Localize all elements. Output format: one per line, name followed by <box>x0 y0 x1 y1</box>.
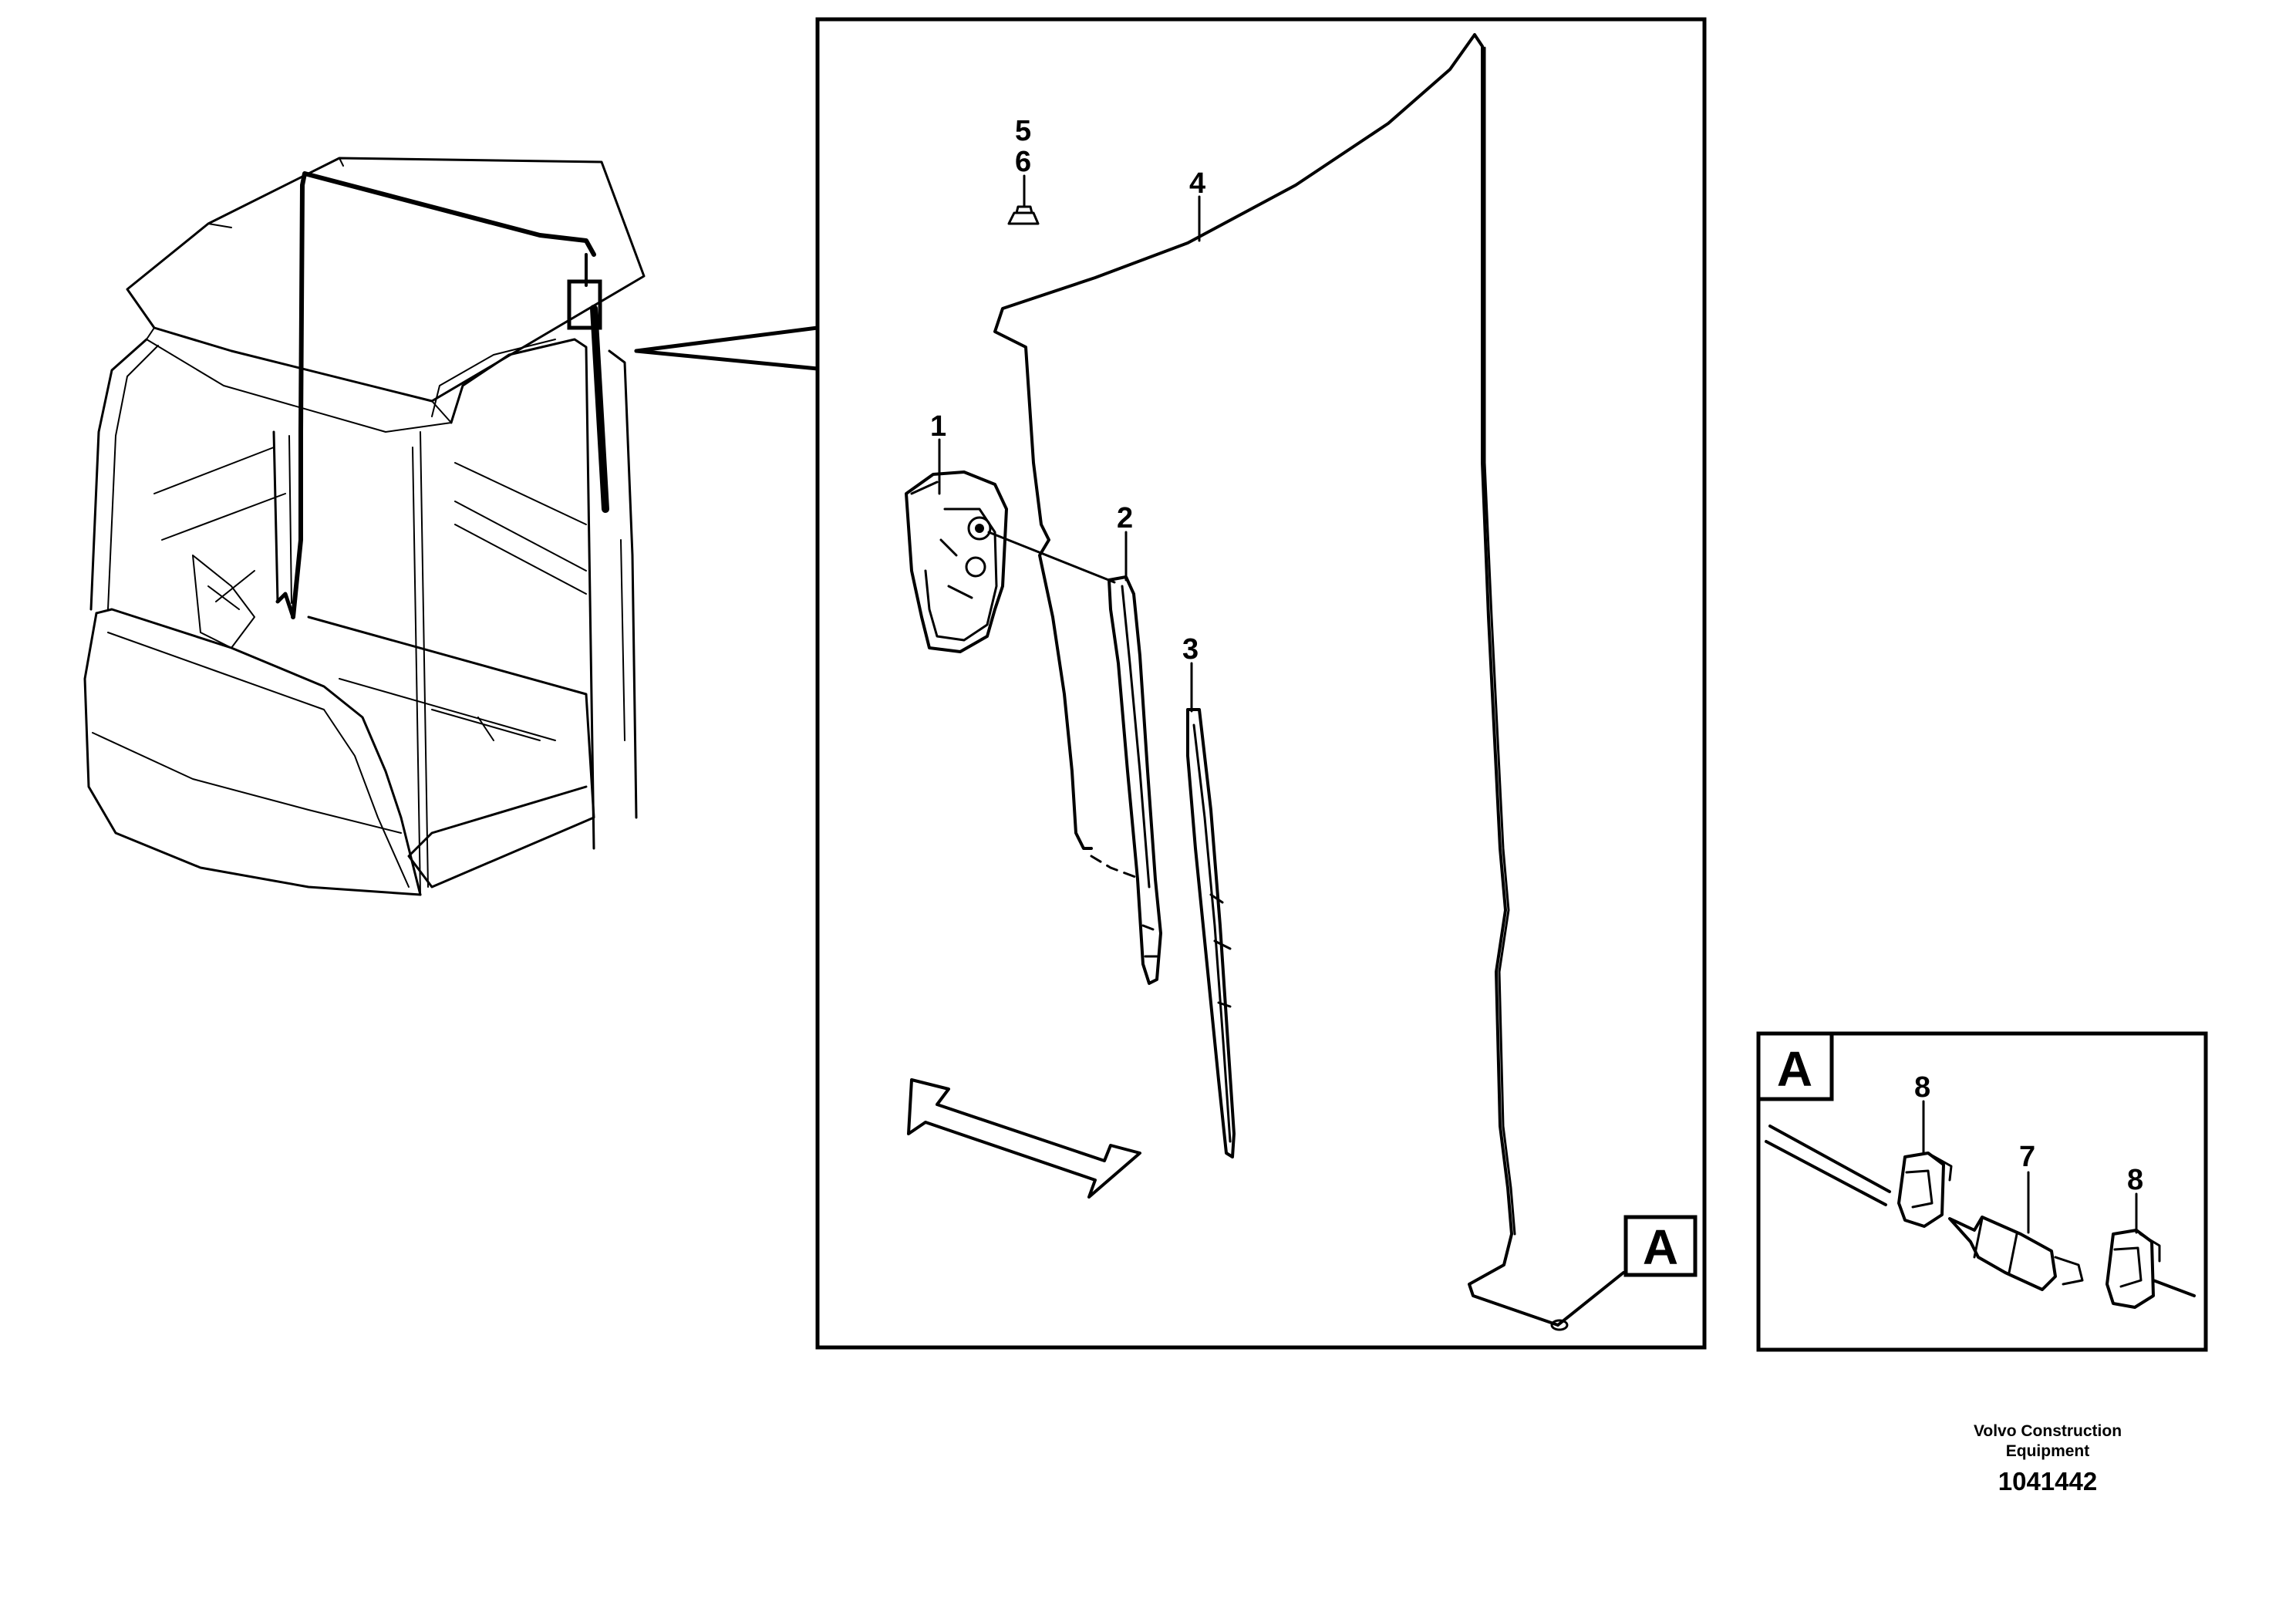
company-name-line2: Equipment <box>2006 1442 2090 1460</box>
cab-overview <box>83 157 646 896</box>
callout-8-right: 8 <box>2127 1164 2143 1196</box>
inset-connector-assembly <box>1765 1100 2196 1309</box>
hose-clip <box>1007 205 1040 225</box>
detail-ref-main: A <box>1643 1219 1678 1275</box>
callout-2: 2 <box>1117 502 1133 534</box>
callout-6: 6 <box>1015 146 1031 178</box>
company-name-line1: Volvo Construction <box>1974 1422 2122 1440</box>
callout-3: 3 <box>1182 633 1199 666</box>
callout-8-left: 8 <box>1914 1071 1930 1104</box>
detail-ref-frame <box>1623 1215 1698 1277</box>
inset-detail-frame <box>1756 1031 2208 1352</box>
main-detail-frame <box>815 17 1707 1350</box>
inset-label-frame <box>1756 1031 1834 1101</box>
wiper-motor <box>905 470 1116 653</box>
wiper-arm <box>1108 575 1162 985</box>
callout-4: 4 <box>1189 167 1205 200</box>
drawing-number: 1041442 <box>1998 1467 2097 1496</box>
callout-7: 7 <box>2019 1141 2035 1173</box>
callout-leaders <box>938 174 1625 1327</box>
callout-1: 1 <box>930 410 946 443</box>
direction-arrow <box>907 1078 1141 1199</box>
leader-to-detail <box>634 325 820 371</box>
callout-5: 5 <box>1015 115 1031 147</box>
washer-hose <box>993 33 1569 1331</box>
detail-ref-inset: A <box>1777 1041 1812 1097</box>
wiper-blade <box>1186 708 1236 1158</box>
